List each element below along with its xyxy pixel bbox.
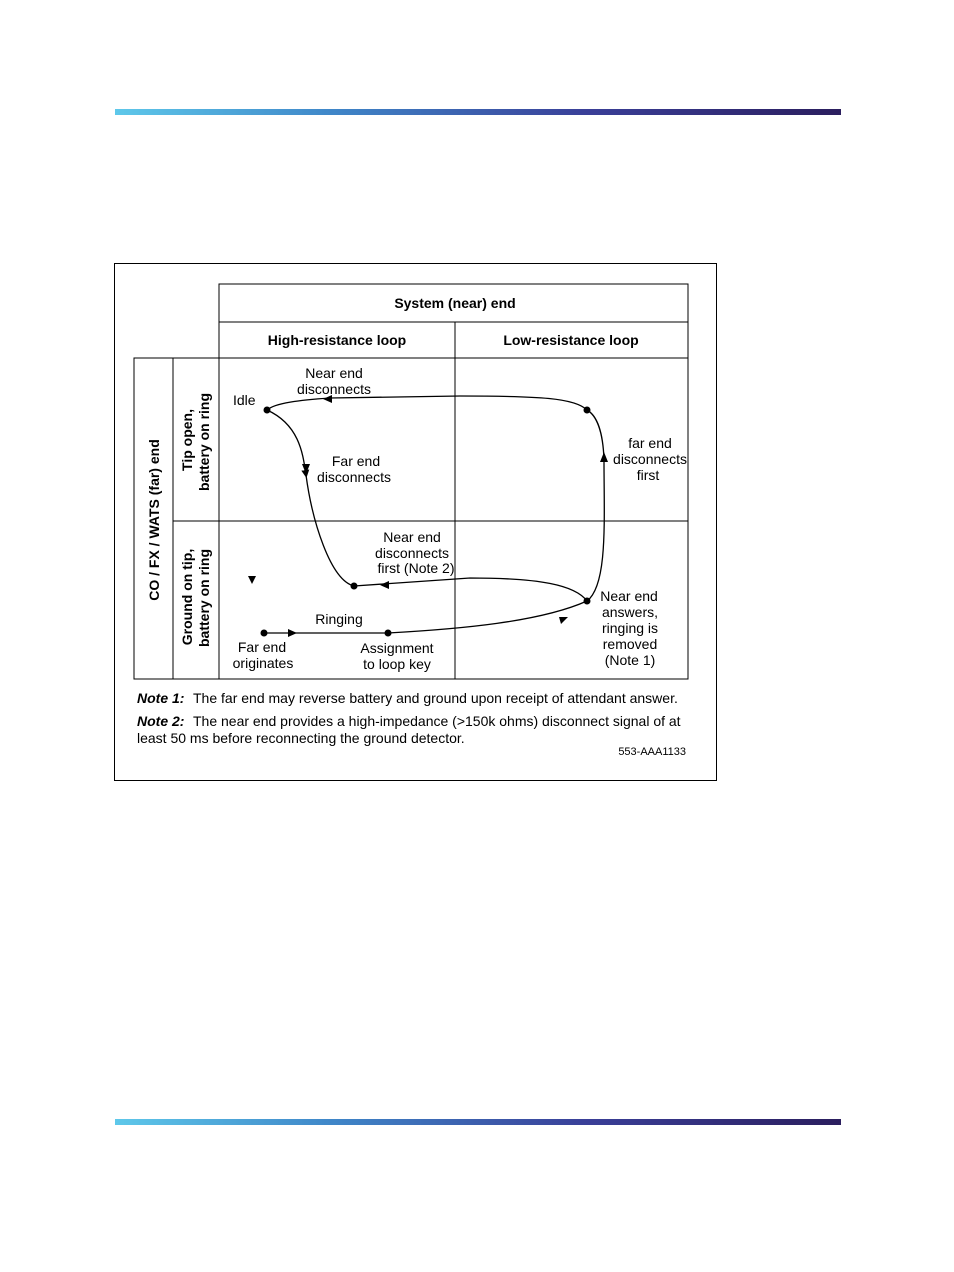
diagram-grid	[133, 283, 689, 680]
arrow-far-disconnect	[302, 464, 310, 474]
near-first-label-1: Near end	[383, 529, 441, 545]
assignment-label-1: Assignment	[360, 640, 433, 656]
bottom-gradient-rule	[115, 1119, 841, 1125]
ground-header-line2: battery on ring	[196, 549, 212, 647]
low-resistance-header: Low-resistance loop	[503, 332, 638, 348]
far-first-label-3: first	[637, 467, 660, 483]
assignment-label-2: to loop key	[363, 656, 431, 672]
ground-header-line1: Ground on tip,	[179, 549, 195, 645]
arrow-near-first	[380, 581, 389, 589]
assignment-point	[384, 629, 392, 637]
answers-label-5: (Note 1)	[605, 652, 656, 668]
far-end-first-curve	[586, 409, 605, 602]
arrow-to-answer	[559, 617, 568, 624]
far-originates-point	[260, 629, 268, 637]
note2-text-line1: The near end provides a high-impedance (…	[193, 713, 681, 729]
note1-text: The far end may reverse battery and grou…	[193, 690, 678, 706]
ringing-label: Ringing	[315, 611, 362, 627]
near-disconnects-label-1: Near end	[305, 365, 363, 381]
answers-label-4: removed	[603, 636, 657, 652]
tip-open-header-line1: Tip open,	[179, 409, 195, 471]
state-flow-curves	[264, 395, 605, 634]
answers-label-2: answers,	[602, 604, 658, 620]
far-disconnects-label-2: disconnects	[317, 469, 391, 485]
idle-point	[263, 406, 271, 414]
top-gradient-rule	[115, 109, 841, 115]
far-first-label-2: disconnects	[613, 451, 687, 467]
arrow-standalone	[248, 576, 256, 584]
near-first-label-2: disconnects	[375, 545, 449, 561]
note1-label: Note 1:	[137, 690, 184, 706]
idle-label: Idle	[233, 392, 256, 408]
arrow-far-first	[600, 452, 608, 462]
answers-label-3: ringing is	[602, 620, 658, 636]
near-end-first-curve	[353, 577, 588, 602]
top-right-point	[583, 406, 591, 414]
arrow-near-disconnect	[323, 395, 332, 403]
state-points	[260, 406, 591, 637]
figure-frame	[114, 263, 717, 781]
high-resistance-header: High-resistance loop	[268, 332, 406, 348]
answers-label-1: Near end	[600, 588, 658, 604]
far-end-row-header: CO / FX / WATS (far) end	[146, 439, 162, 601]
system-end-header: System (near) end	[394, 295, 515, 311]
figure-code: 553-AAA1133	[618, 746, 686, 758]
tip-open-header-line2: battery on ring	[196, 393, 212, 491]
note2-label: Note 2:	[137, 713, 184, 729]
answer-point	[583, 597, 591, 605]
near-first-point	[350, 582, 358, 590]
arrow-ringing	[288, 629, 297, 637]
origination-line	[264, 600, 588, 634]
near-disconnects-label-2: disconnects	[297, 381, 371, 397]
far-end-disconnects-curve	[266, 409, 355, 587]
arrowheads	[248, 395, 608, 637]
near-end-disconnects-curve	[266, 395, 588, 411]
far-originates-label-2: originates	[233, 655, 294, 671]
far-originates-label-1: Far end	[238, 639, 286, 655]
far-first-label-1: far end	[628, 435, 672, 451]
note2-text-line2: least 50 ms before reconnecting the grou…	[137, 730, 465, 746]
near-first-label-3: first (Note 2)	[377, 560, 454, 576]
far-disconnects-label-1: Far end	[332, 453, 380, 469]
